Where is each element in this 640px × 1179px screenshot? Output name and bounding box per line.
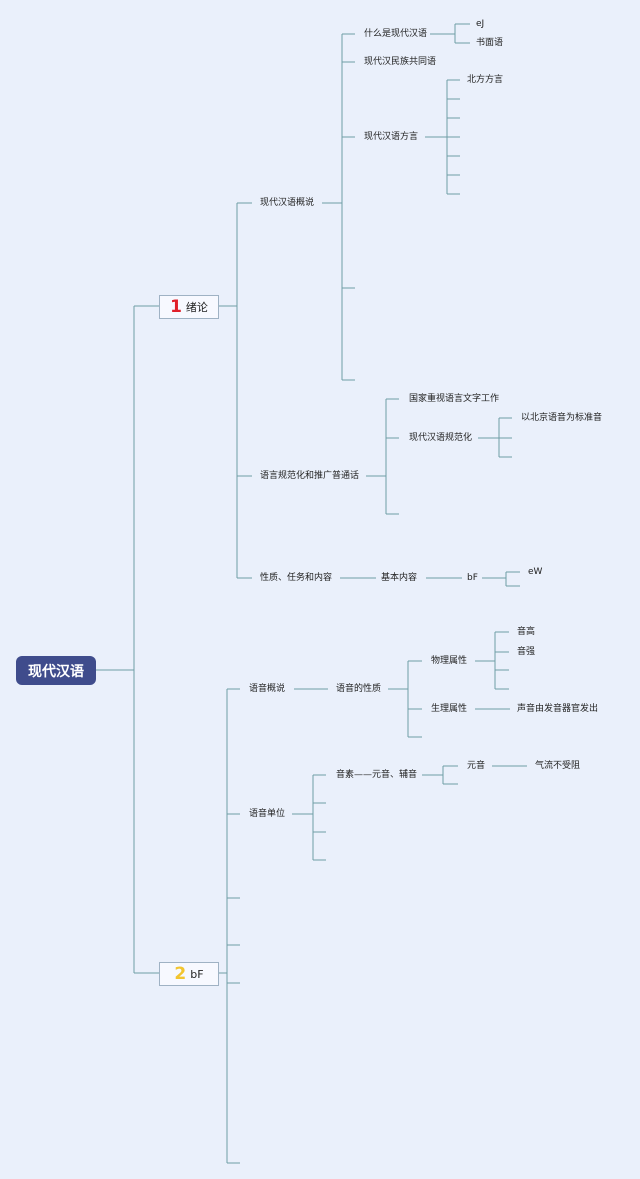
node-beijing[interactable]: 以北京语音为标准音 xyxy=(521,413,603,423)
node-physical[interactable]: 物理属性 xyxy=(431,656,468,666)
node-phon-overview[interactable]: 语音概说 xyxy=(249,684,286,694)
node-physiological[interactable]: 生理属性 xyxy=(431,704,468,714)
branch-2-node[interactable]: 2 bF xyxy=(159,962,219,986)
node-north[interactable]: 北方方言 xyxy=(467,75,504,85)
node-pitch[interactable]: 音高 xyxy=(517,627,536,637)
node-norm[interactable]: 现代汉语规范化 xyxy=(409,433,473,443)
branch-2-title: bF xyxy=(190,967,204,981)
node-dialects[interactable]: 现代汉语方言 xyxy=(364,132,419,142)
node-ej[interactable]: eJ xyxy=(476,19,485,29)
node-vowel[interactable]: 元音 xyxy=(467,761,486,771)
node-nature[interactable]: 性质、任务和内容 xyxy=(260,573,333,583)
node-phon-units[interactable]: 语音单位 xyxy=(249,809,286,819)
node-airflow[interactable]: 气流不受阻 xyxy=(535,761,581,771)
root-node[interactable]: 现代汉语 xyxy=(16,656,96,685)
node-written[interactable]: 书面语 xyxy=(476,38,504,48)
node-ew[interactable]: eW xyxy=(528,567,543,577)
node-what-is[interactable]: 什么是现代汉语 xyxy=(364,29,428,39)
node-phon-nature[interactable]: 语音的性质 xyxy=(336,684,382,694)
node-state-attention[interactable]: 国家重视语言文字工作 xyxy=(409,394,500,404)
node-standardization[interactable]: 语言规范化和推广普通话 xyxy=(260,471,360,481)
node-common-lang[interactable]: 现代汉民族共同语 xyxy=(364,57,437,67)
branch-1-title: 绪论 xyxy=(185,301,208,314)
node-intensity[interactable]: 音强 xyxy=(517,647,536,657)
node-basic-content[interactable]: 基本内容 xyxy=(381,573,418,583)
node-bf[interactable]: bF xyxy=(467,573,478,583)
node-organs[interactable]: 声音由发音器官发出 xyxy=(517,704,599,714)
branch-1-node[interactable]: 1 绪论 xyxy=(159,295,219,319)
node-overview[interactable]: 现代汉语概说 xyxy=(260,198,315,208)
node-phoneme[interactable]: 音素——元音、辅音 xyxy=(336,770,418,780)
number-2-badge: 2 xyxy=(174,964,187,984)
number-1-badge: 1 xyxy=(170,297,182,317)
